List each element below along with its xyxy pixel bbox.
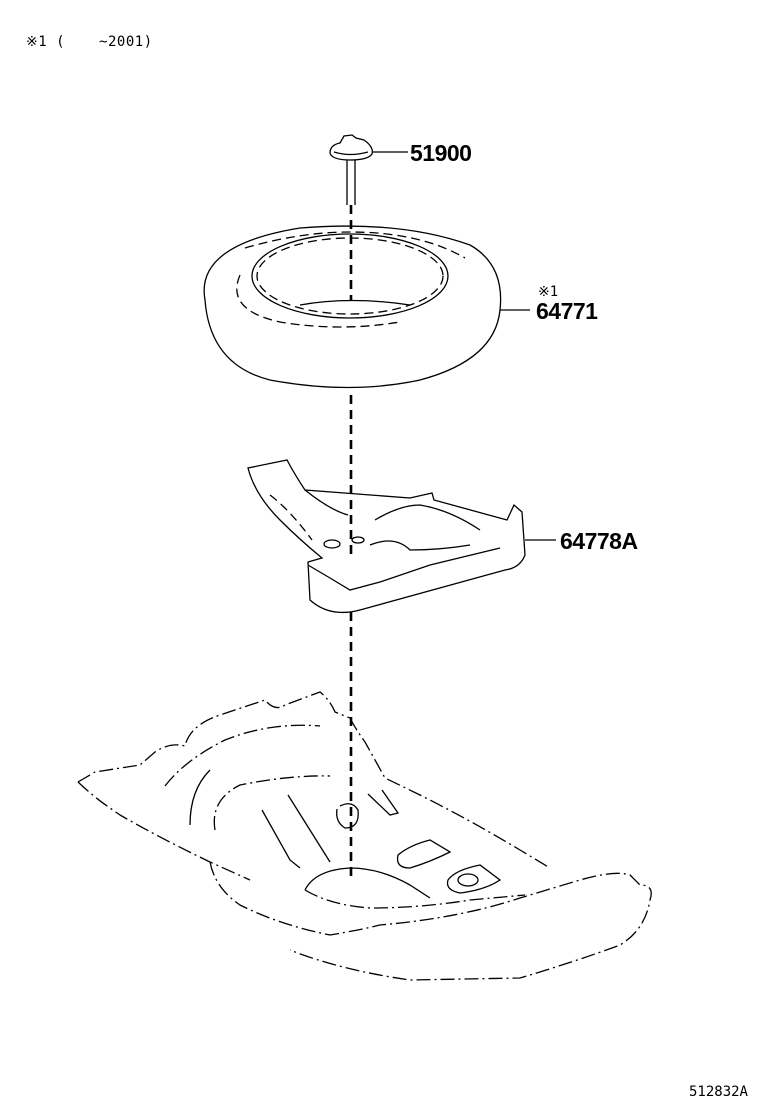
note-mark: ※1 bbox=[26, 34, 48, 50]
spare-tire-icon bbox=[203, 225, 530, 389]
ref-mark-64771: ※1 bbox=[538, 284, 559, 300]
note-date-range: ~2001) bbox=[99, 34, 153, 50]
part-number-51900[interactable]: 51900 bbox=[410, 140, 472, 166]
diagram-code: 512832A bbox=[688, 1084, 748, 1100]
note-open-paren: ( bbox=[56, 34, 66, 50]
applicability-note: ※1 ( ~2001) bbox=[26, 34, 153, 50]
tire-holder-icon bbox=[247, 459, 556, 614]
floor-pan-icon bbox=[77, 691, 652, 981]
part-number-64778A[interactable]: 64778A bbox=[560, 528, 638, 554]
part-number-64771[interactable]: 64771 bbox=[536, 298, 598, 324]
bolt-icon bbox=[329, 134, 408, 205]
